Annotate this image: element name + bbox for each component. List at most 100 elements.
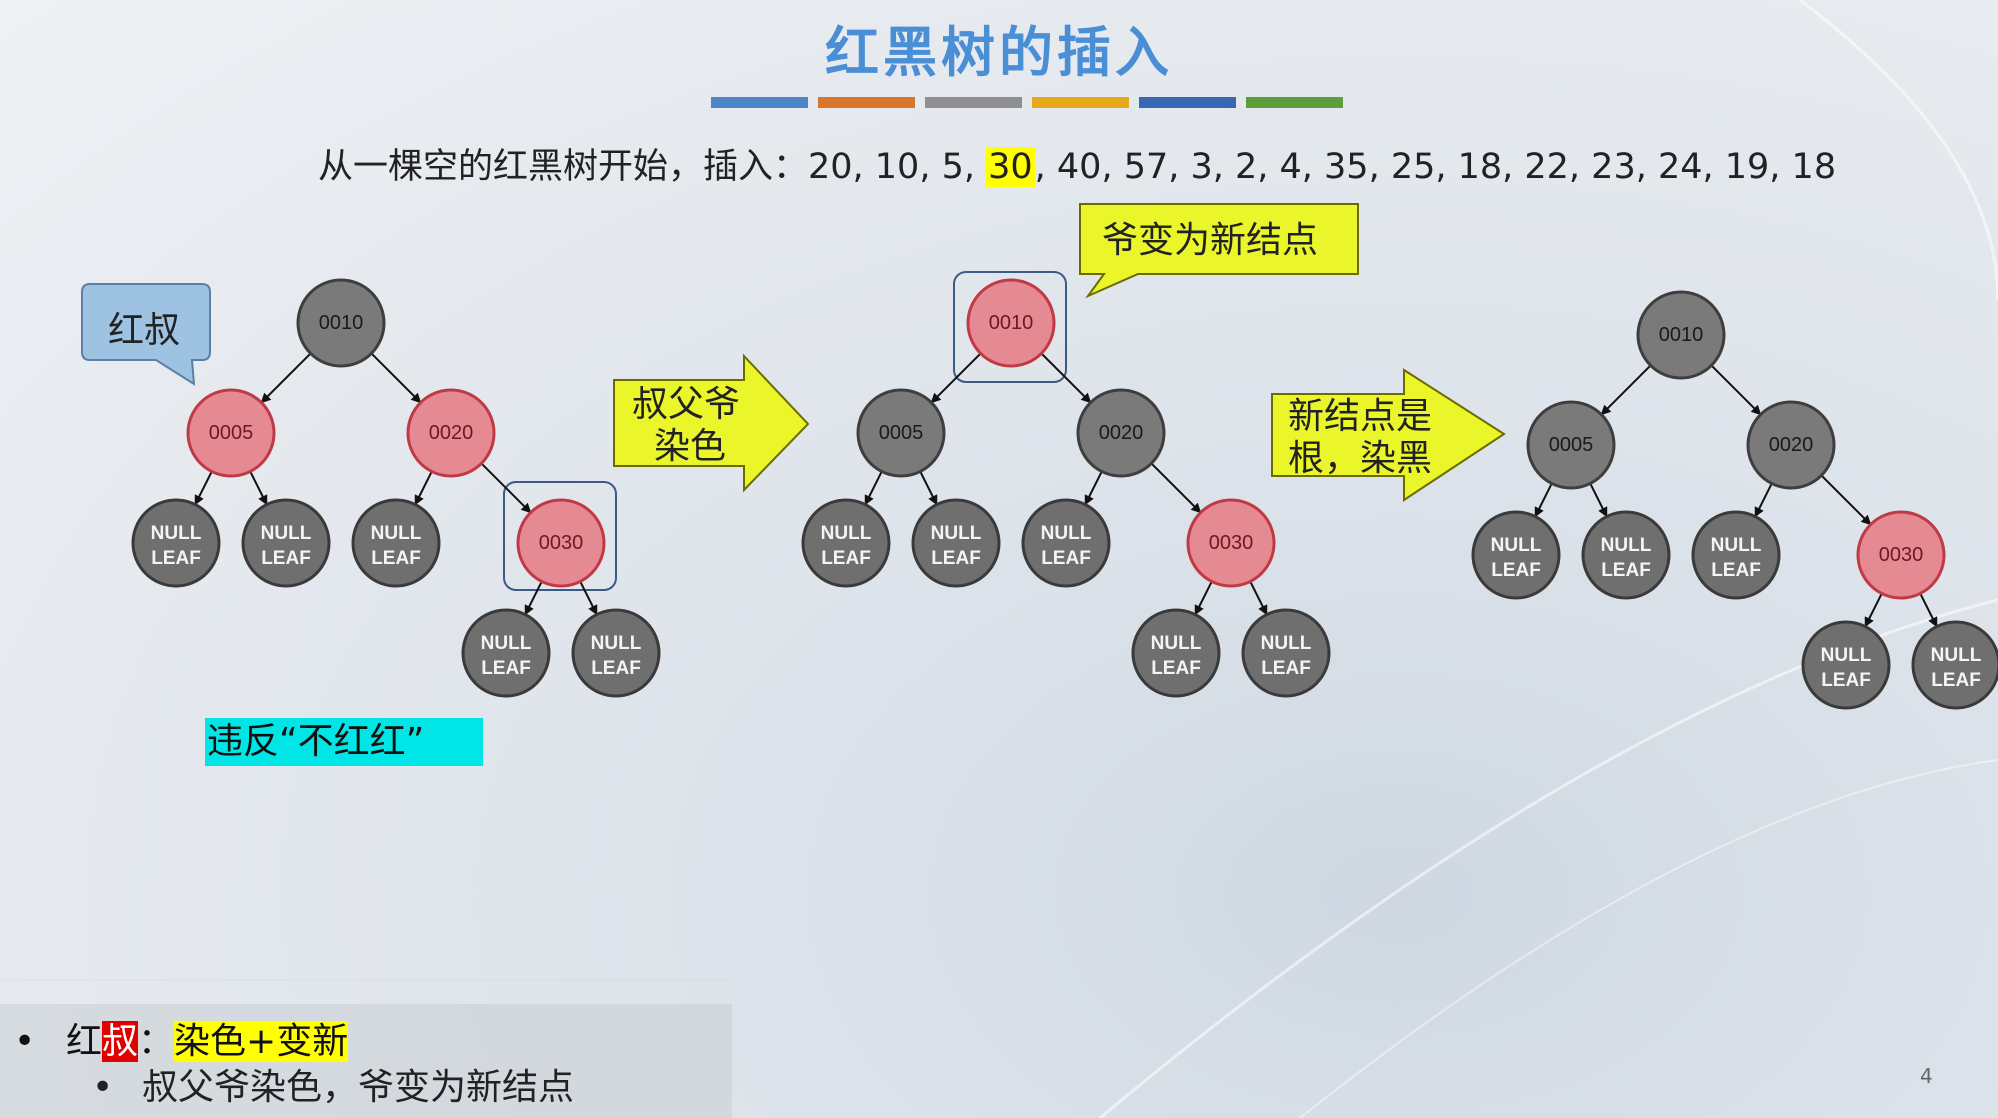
null-leaf-node: NULL LEAF [461,608,551,698]
tree-edge [414,471,433,506]
null-leaf-line2: LEAF [821,548,871,569]
red-uncle-callout: 红叔 [81,283,211,386]
title-bar-3 [925,97,1022,108]
null-leaf-node: NULL LEAF [241,498,331,588]
tree-node-0030: 0030 [1186,498,1276,588]
null-leaf-line1: NULL [1821,645,1872,666]
tree-edge [919,471,938,506]
tree-edge [864,471,883,506]
step1-line2: 染色 [654,426,726,467]
summary-line-2: •叔父爷染色，爷变为新结点 [92,1058,574,1110]
tree-edge [524,581,543,616]
null-leaf-line1: NULL [1601,535,1652,556]
node-key: 0030 [1879,544,1924,566]
null-leaf-node: NULL LEAF [1691,510,1781,600]
insert-sequence: 从一棵空的红黑树开始，插入：20, 10, 5, 30, 40, 57, 3, … [318,138,1836,189]
title-bar-2 [818,97,915,108]
tree-edge [1534,483,1553,518]
node-key: 0005 [209,422,254,444]
step2-arrow: 新结点是 根，染黑 [1271,368,1506,502]
node-key: 0020 [1099,422,1144,444]
tree-edge [249,471,268,506]
tree-edge [260,352,312,404]
step1-line1: 叔父爷 [632,384,740,425]
null-leaf-node: NULL LEAF [1021,498,1111,588]
focus-box-grandparent [953,271,1067,383]
null-leaf-line2: LEAF [1041,548,1091,569]
summary-yellow-phrase: 染色+变新 [174,1021,349,1062]
tree-node-0020: 0020 [1746,400,1836,490]
null-leaf-line2: LEAF [261,548,311,569]
null-leaf-line2: LEAF [1261,658,1311,679]
null-leaf-line1: NULL [261,523,312,544]
null-leaf-line2: LEAF [481,658,531,679]
intro-prefix: 从一棵空的红黑树开始，插入：20, 10, 5, [318,147,987,187]
focus-box-new-node [503,481,617,591]
summary-red-word: 叔 [102,1021,139,1062]
tree-node-0030: 0030 [1856,510,1946,600]
step1-arrow: 叔父爷 染色 [613,353,810,493]
null-leaf-line2: LEAF [1931,670,1981,691]
tree-node-0005: 0005 [856,388,946,478]
null-leaf-node: NULL LEAF [131,498,221,588]
tree-edge [1040,352,1092,404]
null-leaf-line2: LEAF [151,548,201,569]
tree-edge [1754,483,1773,518]
rb-tree-1: NULLLEAFNULLLEAFNULLLEAFNULLLEAFNULLLEAF… [131,278,661,698]
rb-tree-3: NULLLEAFNULLLEAFNULLLEAFNULLLEAFNULLLEAF… [1471,290,1998,710]
node-key: 0010 [1659,324,1704,346]
page-title: 红黑树的插入 [825,21,1173,84]
red-uncle-label: 红叔 [108,310,180,351]
tree-node-0010: 0010 [966,278,1056,368]
null-leaf-line1: NULL [591,633,642,654]
current-insert-highlight: 30 [986,147,1035,187]
null-leaf-line1: NULL [821,523,872,544]
tree-edge [579,581,598,616]
null-leaf-line1: NULL [481,633,532,654]
node-key: 0010 [989,312,1034,334]
summary-colon: ： [138,1021,175,1062]
title-bar-6 [1246,97,1343,108]
null-leaf-line1: NULL [151,523,202,544]
null-leaf-line2: LEAF [1821,670,1871,691]
tree-node-0005: 0005 [186,388,276,478]
rb-tree-2: NULLLEAFNULLLEAFNULLLEAFNULLLEAFNULLLEAF… [801,278,1331,698]
trees-root: NULL LEAF NULL LEAF NULL LEAF NULL LEAF NULL LEAF… [131,278,1998,710]
title-bar-1 [711,97,808,108]
grandpa-label: 爷变为新结点 [1102,220,1318,261]
null-leaf-line2: LEAF [1601,560,1651,581]
page-number: 4 [1920,1064,1933,1088]
node-key: 0005 [879,422,924,444]
node-key: 0010 [319,312,364,334]
node-key: 0030 [1209,532,1254,554]
null-leaf-line2: LEAF [1711,560,1761,581]
null-leaf-line1: NULL [931,523,982,544]
tree-node-0010: 0010 [1636,290,1726,380]
tree-edge [1864,593,1883,628]
null-leaf-node: NULL LEAF [801,498,891,588]
tree-edge [480,462,532,514]
grandpa-callout: 爷变为新结点 [1079,203,1359,299]
null-leaf-line2: LEAF [1491,560,1541,581]
null-leaf-line1: NULL [1041,523,1092,544]
step2-line2: 根，染黑 [1288,438,1432,479]
summary-line-1: •红叔：染色+变新 [14,1012,349,1064]
summary-prefix: 红 [66,1021,103,1062]
null-leaf-line1: NULL [1711,535,1762,556]
title-bar-4 [1032,97,1129,108]
tree-edge [1710,364,1762,416]
null-leaf-line2: LEAF [371,548,421,569]
tree-edge [1084,471,1103,506]
node-key: 0030 [539,532,584,554]
null-leaf-line1: NULL [1151,633,1202,654]
tree-edge [1820,474,1872,526]
null-leaf-line2: LEAF [1151,658,1201,679]
tree-edge [370,352,422,404]
